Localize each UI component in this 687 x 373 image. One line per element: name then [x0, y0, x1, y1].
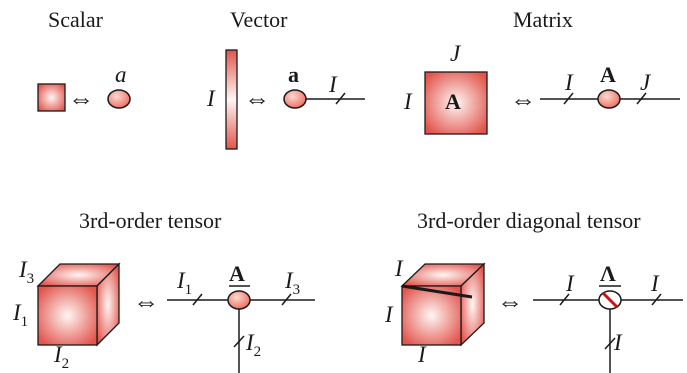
- scalar-block: [37, 83, 66, 112]
- diag3-down-edge-index: I: [613, 330, 623, 355]
- matrix-col-index: J: [450, 41, 462, 66]
- tensor3-panel: 3rd-order tensor I3 I1 I2 ⇔ A I1 I3 I2: [12, 208, 315, 373]
- matrix-block-label: A: [445, 89, 461, 114]
- matrix-equivalence-arrow: ⇔: [510, 85, 536, 114]
- tensor3-cube-index-top-sub: 3: [27, 271, 35, 287]
- diag3-cube-diagonal: [401, 284, 473, 299]
- tensor3-left-edge-tick: [192, 293, 203, 306]
- tensor3-right-edge-index: I3: [284, 268, 300, 298]
- diag3-left-edge-tick: [559, 293, 570, 306]
- diag3-cube-index-top: I: [394, 256, 404, 281]
- tensor3-title: 3rd-order tensor: [79, 208, 222, 233]
- scalar-node-label: a: [115, 62, 127, 87]
- matrix-left-edge-index: I: [564, 70, 574, 95]
- tensor3-cube-index-bottom: I2: [53, 342, 69, 372]
- matrix-right-edge-index: J: [640, 70, 652, 95]
- tensor3-cube-front-face: [37, 285, 98, 346]
- tensor3-right-edge-tick: [281, 293, 292, 306]
- matrix-node: [597, 89, 621, 109]
- scalar-panel: Scalar ⇔ a: [37, 7, 131, 113]
- vector-block: [225, 49, 238, 150]
- tensor3-cube-index-left-main: I: [12, 300, 22, 325]
- diag3-right-edge-tick: [651, 293, 662, 306]
- diag3-node-slash: [601, 291, 619, 309]
- tensor3-down-edge-tick: [233, 335, 245, 348]
- tensor3-cube-index-top: I3: [18, 257, 34, 287]
- matrix-block: [424, 71, 488, 135]
- tensor3-left-edge-index-main: I: [176, 268, 186, 293]
- vector-panel: Vector I ⇔ a I: [206, 7, 365, 150]
- tensor3-down-edge-index: I2: [245, 330, 261, 360]
- tensor3-down-edge-index-main: I: [245, 330, 255, 355]
- vector-title: Vector: [230, 7, 288, 32]
- tensor3-node: [227, 290, 251, 310]
- vector-block-index: I: [206, 86, 216, 111]
- diag3-cube-index-bottom: I: [417, 342, 427, 367]
- diag3-cube-index-left: I: [384, 302, 394, 327]
- diag3-left-edge-index: I: [565, 271, 575, 296]
- diag3-node-label: Λ: [600, 261, 616, 286]
- matrix-left-edge-tick: [563, 92, 574, 105]
- tensor3-cube-index-bottom-sub: 2: [62, 356, 70, 372]
- vector-node-label: a: [288, 62, 299, 87]
- scalar-node: [107, 89, 131, 109]
- vector-edge-tick: [335, 92, 346, 105]
- diag3-equivalence-arrow: ⇔: [497, 287, 523, 316]
- tensor3-left-edge-index: I1: [176, 268, 192, 298]
- tensor3-node-label: A: [229, 261, 245, 286]
- tensor3-cube-index-left: I1: [12, 300, 28, 330]
- tensor3-cube-index-top-main: I: [18, 257, 28, 282]
- vector-edge-index: I: [328, 72, 338, 97]
- vector-node: [283, 89, 307, 109]
- matrix-title: Matrix: [513, 7, 573, 32]
- scalar-equivalence-arrow: ⇔: [68, 84, 94, 113]
- matrix-node-label: A: [600, 62, 616, 87]
- diag3-cube-front-face: [401, 285, 462, 346]
- diag3-down-edge-tick: [604, 337, 616, 350]
- tensor3-right-edge-index-main: I: [284, 268, 294, 293]
- tensor3-right-edge-index-sub: 3: [293, 282, 301, 298]
- diag3-panel: 3rd-order diagonal tensor I I I ⇔ Λ I I …: [384, 208, 683, 373]
- matrix-row-index: I: [403, 89, 413, 114]
- vector-equivalence-arrow: ⇔: [244, 84, 270, 113]
- tensor3-cube-index-bottom-main: I: [53, 342, 63, 367]
- tensor3-left-edge-index-sub: 1: [185, 282, 193, 298]
- matrix-right-edge-tick: [636, 92, 647, 105]
- scalar-title: Scalar: [48, 7, 104, 32]
- tensor3-down-edge-index-sub: 2: [254, 344, 262, 360]
- diag3-title: 3rd-order diagonal tensor: [417, 208, 641, 233]
- diag3-right-edge-index: I: [650, 271, 660, 296]
- tensor3-equivalence-arrow: ⇔: [133, 287, 159, 316]
- tensor3-cube-index-left-sub: 1: [21, 314, 29, 330]
- matrix-panel: Matrix A J I ⇔ A I J: [403, 7, 680, 135]
